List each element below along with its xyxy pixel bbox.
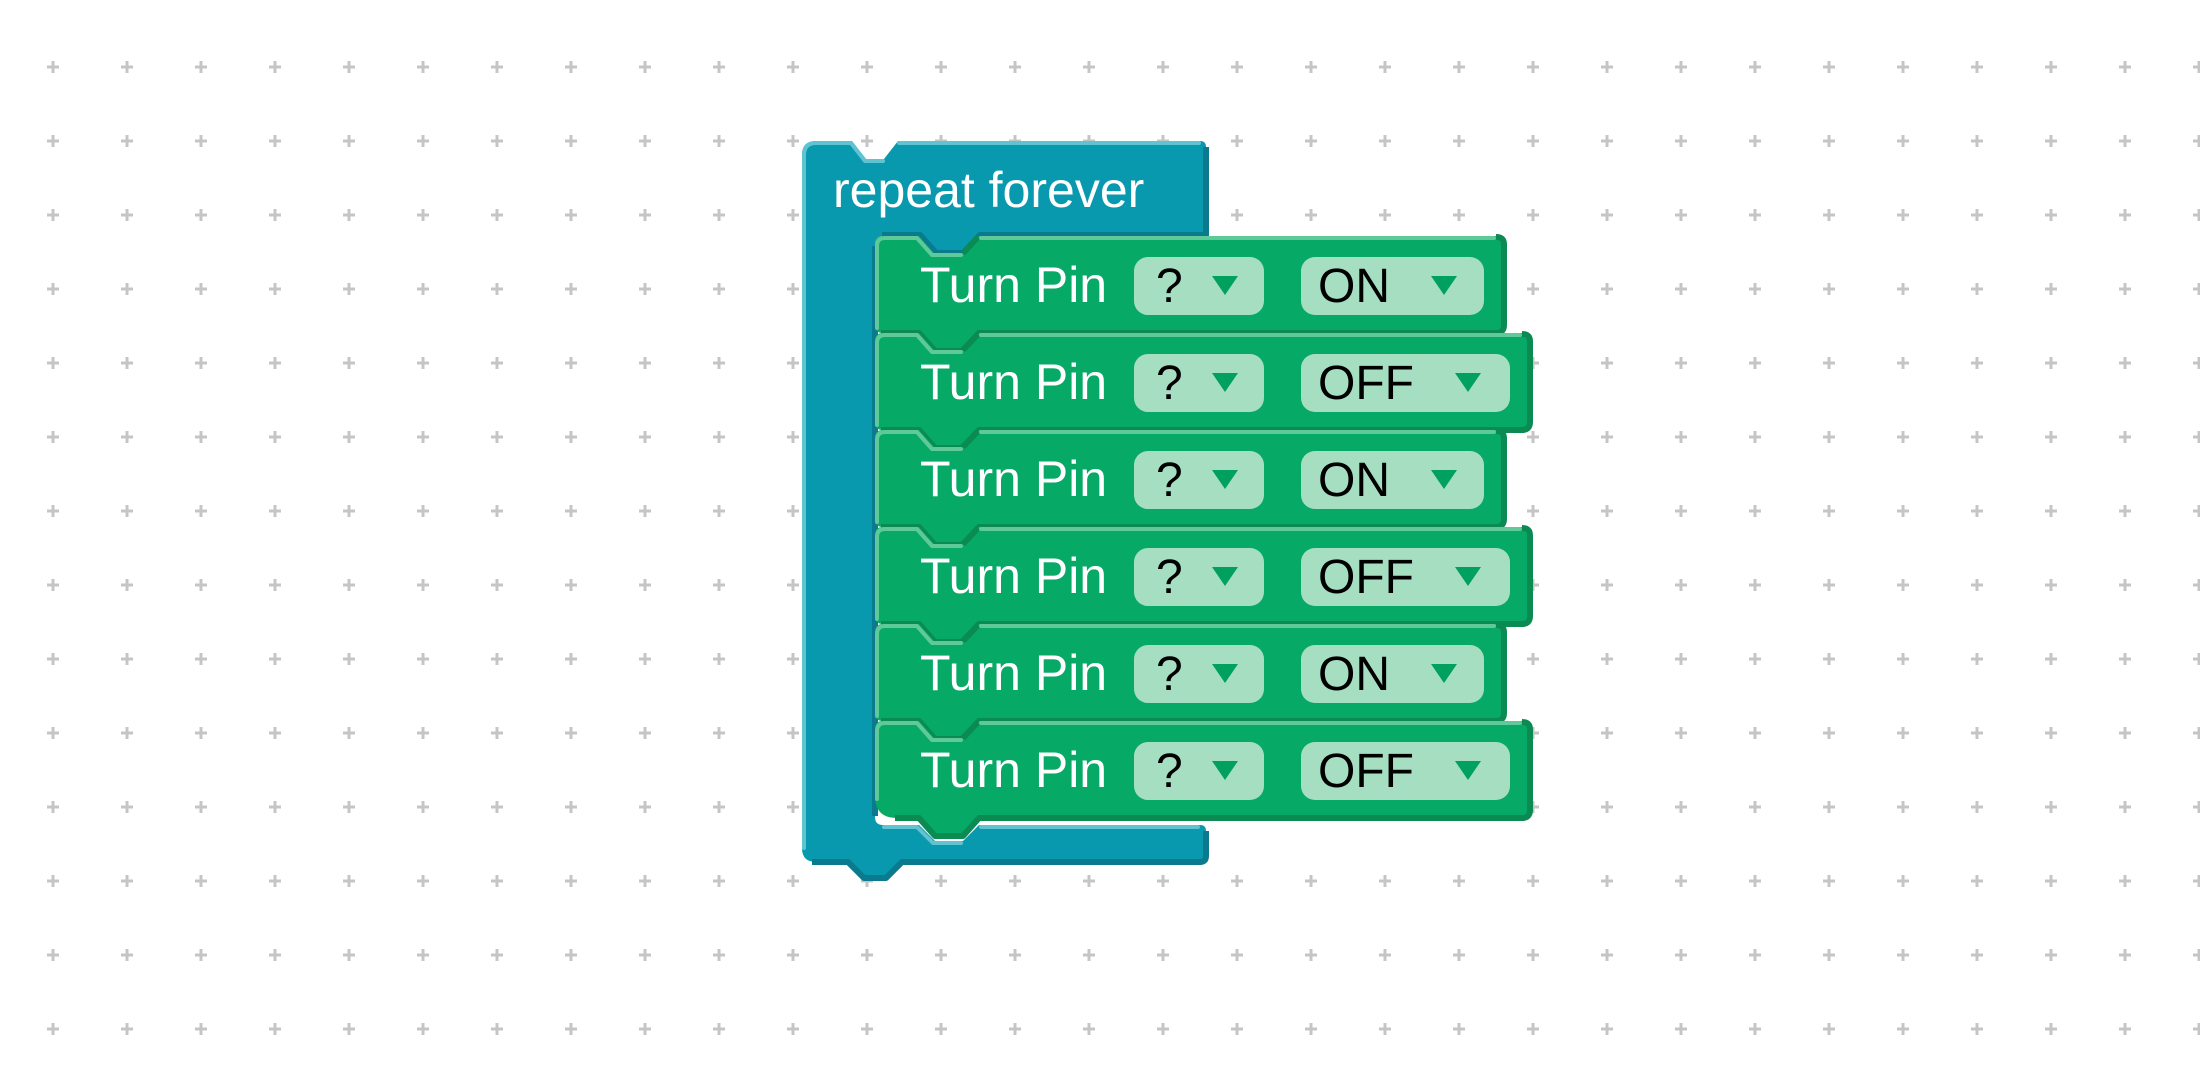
turn-pin-label: Turn Pin <box>920 645 1107 701</box>
state-dropdown[interactable] <box>1301 257 1484 315</box>
chevron-down-icon <box>1431 470 1457 489</box>
turn-pin-block[interactable]: Turn Pin ? OFF <box>875 719 1533 839</box>
chevron-down-icon <box>1212 470 1238 489</box>
state-dropdown-value: ON <box>1318 648 1390 701</box>
pin-dropdown[interactable] <box>1134 451 1264 509</box>
chevron-down-icon <box>1212 567 1238 586</box>
chevron-down-icon <box>1212 276 1238 295</box>
pin-dropdown[interactable] <box>1134 742 1264 800</box>
chevron-down-icon <box>1455 567 1481 586</box>
turn-pin-label: Turn Pin <box>920 354 1107 410</box>
turn-pin-label: Turn Pin <box>920 257 1107 313</box>
turn-pin-block[interactable]: Turn Pin ? ON <box>875 234 1507 354</box>
pin-block-highlight-edge <box>875 333 1522 427</box>
pin-block-shadow-edge <box>895 719 1533 839</box>
state-dropdown-value: ON <box>1318 260 1390 313</box>
pin-block-highlight-edge <box>875 430 1496 524</box>
state-dropdown[interactable] <box>1301 548 1510 606</box>
turn-pin-block[interactable]: Turn Pin ? OFF <box>875 331 1533 451</box>
chevron-down-icon <box>1431 276 1457 295</box>
turn-pin-label: Turn Pin <box>920 742 1107 798</box>
pin-dropdown[interactable] <box>1134 645 1264 703</box>
pin-block-highlight-edge <box>875 236 1496 330</box>
turn-pin-label: Turn Pin <box>920 451 1107 507</box>
state-dropdown[interactable] <box>1301 451 1484 509</box>
state-dropdown[interactable] <box>1301 645 1484 703</box>
repeat-block-highlight-edge <box>802 141 1201 850</box>
repeat-block-body[interactable] <box>802 141 1206 878</box>
pin-dropdown[interactable] <box>1134 354 1264 412</box>
pin-dropdown[interactable] <box>1134 548 1264 606</box>
chevron-down-icon <box>1455 761 1481 780</box>
state-dropdown[interactable] <box>1301 742 1510 800</box>
turn-pin-block[interactable]: Turn Pin ? ON <box>875 428 1507 548</box>
pin-block-highlight-edge <box>875 527 1522 621</box>
chevron-down-icon <box>1212 373 1238 392</box>
pin-dropdown-value: ? <box>1156 454 1183 507</box>
turn-pin-block[interactable]: Turn Pin ? ON <box>875 622 1507 742</box>
state-dropdown-value: OFF <box>1318 745 1414 798</box>
pin-dropdown-value: ? <box>1156 357 1183 410</box>
pin-block-highlight-edge <box>875 624 1496 718</box>
pin-block-highlight-edge <box>875 721 1522 801</box>
pin-dropdown-value: ? <box>1156 260 1183 313</box>
chevron-down-icon <box>1212 761 1238 780</box>
state-dropdown-value: OFF <box>1318 551 1414 604</box>
repeat-forever-label: repeat forever <box>833 162 1144 218</box>
pin-dropdown-value: ? <box>1156 551 1183 604</box>
state-dropdown[interactable] <box>1301 354 1510 412</box>
pin-dropdown-value: ? <box>1156 745 1183 798</box>
chevron-down-icon <box>1212 664 1238 683</box>
repeat-forever-block[interactable]: repeat forever <box>802 141 1209 881</box>
state-dropdown-value: OFF <box>1318 357 1414 410</box>
state-dropdown-value: ON <box>1318 454 1390 507</box>
chevron-down-icon <box>1431 664 1457 683</box>
pin-dropdown[interactable] <box>1134 257 1264 315</box>
turn-pin-label: Turn Pin <box>920 548 1107 604</box>
pin-dropdown-value: ? <box>1156 648 1183 701</box>
chevron-down-icon <box>1455 373 1481 392</box>
